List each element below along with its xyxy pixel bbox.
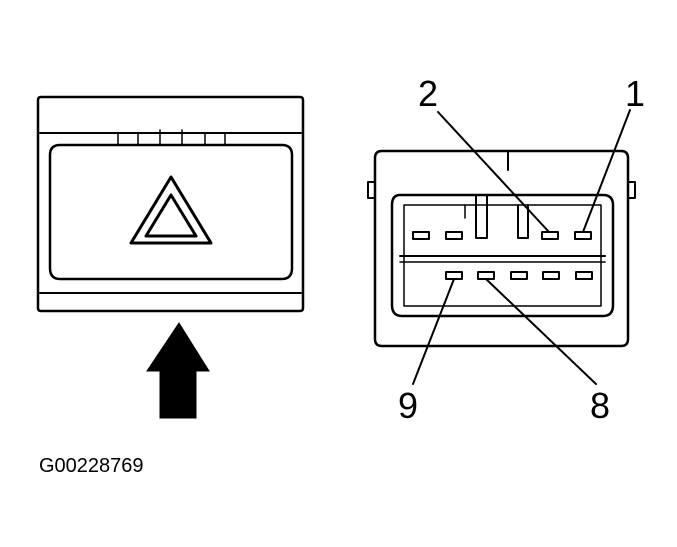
leader-line-pin2 [437,111,550,233]
terminal-cavity-pin9 [445,271,463,280]
terminal-cavity [510,271,528,280]
connector-left-tab [367,181,376,199]
leader-line-pin9 [412,278,455,385]
hazard-warning-triangle-icon [129,175,213,245]
leader-line-pin1 [582,109,631,233]
connector-lower-terminals [445,271,593,280]
pin-label-8: 8 [590,385,610,426]
switch-top-notches [117,129,226,146]
hazard-button-face [48,143,294,281]
pin-leader-lines [412,109,631,385]
terminal-cavity [445,231,463,240]
connector-cavity [390,193,615,318]
terminal-cavity-pin1 [574,231,592,240]
terminal-cavity-pin2 [541,231,559,240]
figure-id-label: G00228769 [39,455,144,477]
pin-label-1: 1 [625,73,645,114]
terminal-cavity [542,271,560,280]
connector-upper-terminals [412,231,592,240]
pin-label-9: 9 [398,385,418,426]
connector-key-post-right [517,204,529,239]
connector-key-post-left [475,194,488,239]
terminal-cavity-pin8 [477,271,495,280]
up-arrow-icon [146,322,210,419]
switch-connector-view [367,109,636,385]
connector-housing [373,149,630,348]
switch-bezel [36,95,305,313]
leader-line-pin8 [485,278,597,385]
pin-label-2: 2 [418,73,438,114]
connector-right-tab [627,181,636,199]
terminal-cavity [412,231,430,240]
terminal-cavity [575,271,593,280]
connector-cavity-inner [403,204,602,307]
hazard-switch-front-view [36,95,305,313]
